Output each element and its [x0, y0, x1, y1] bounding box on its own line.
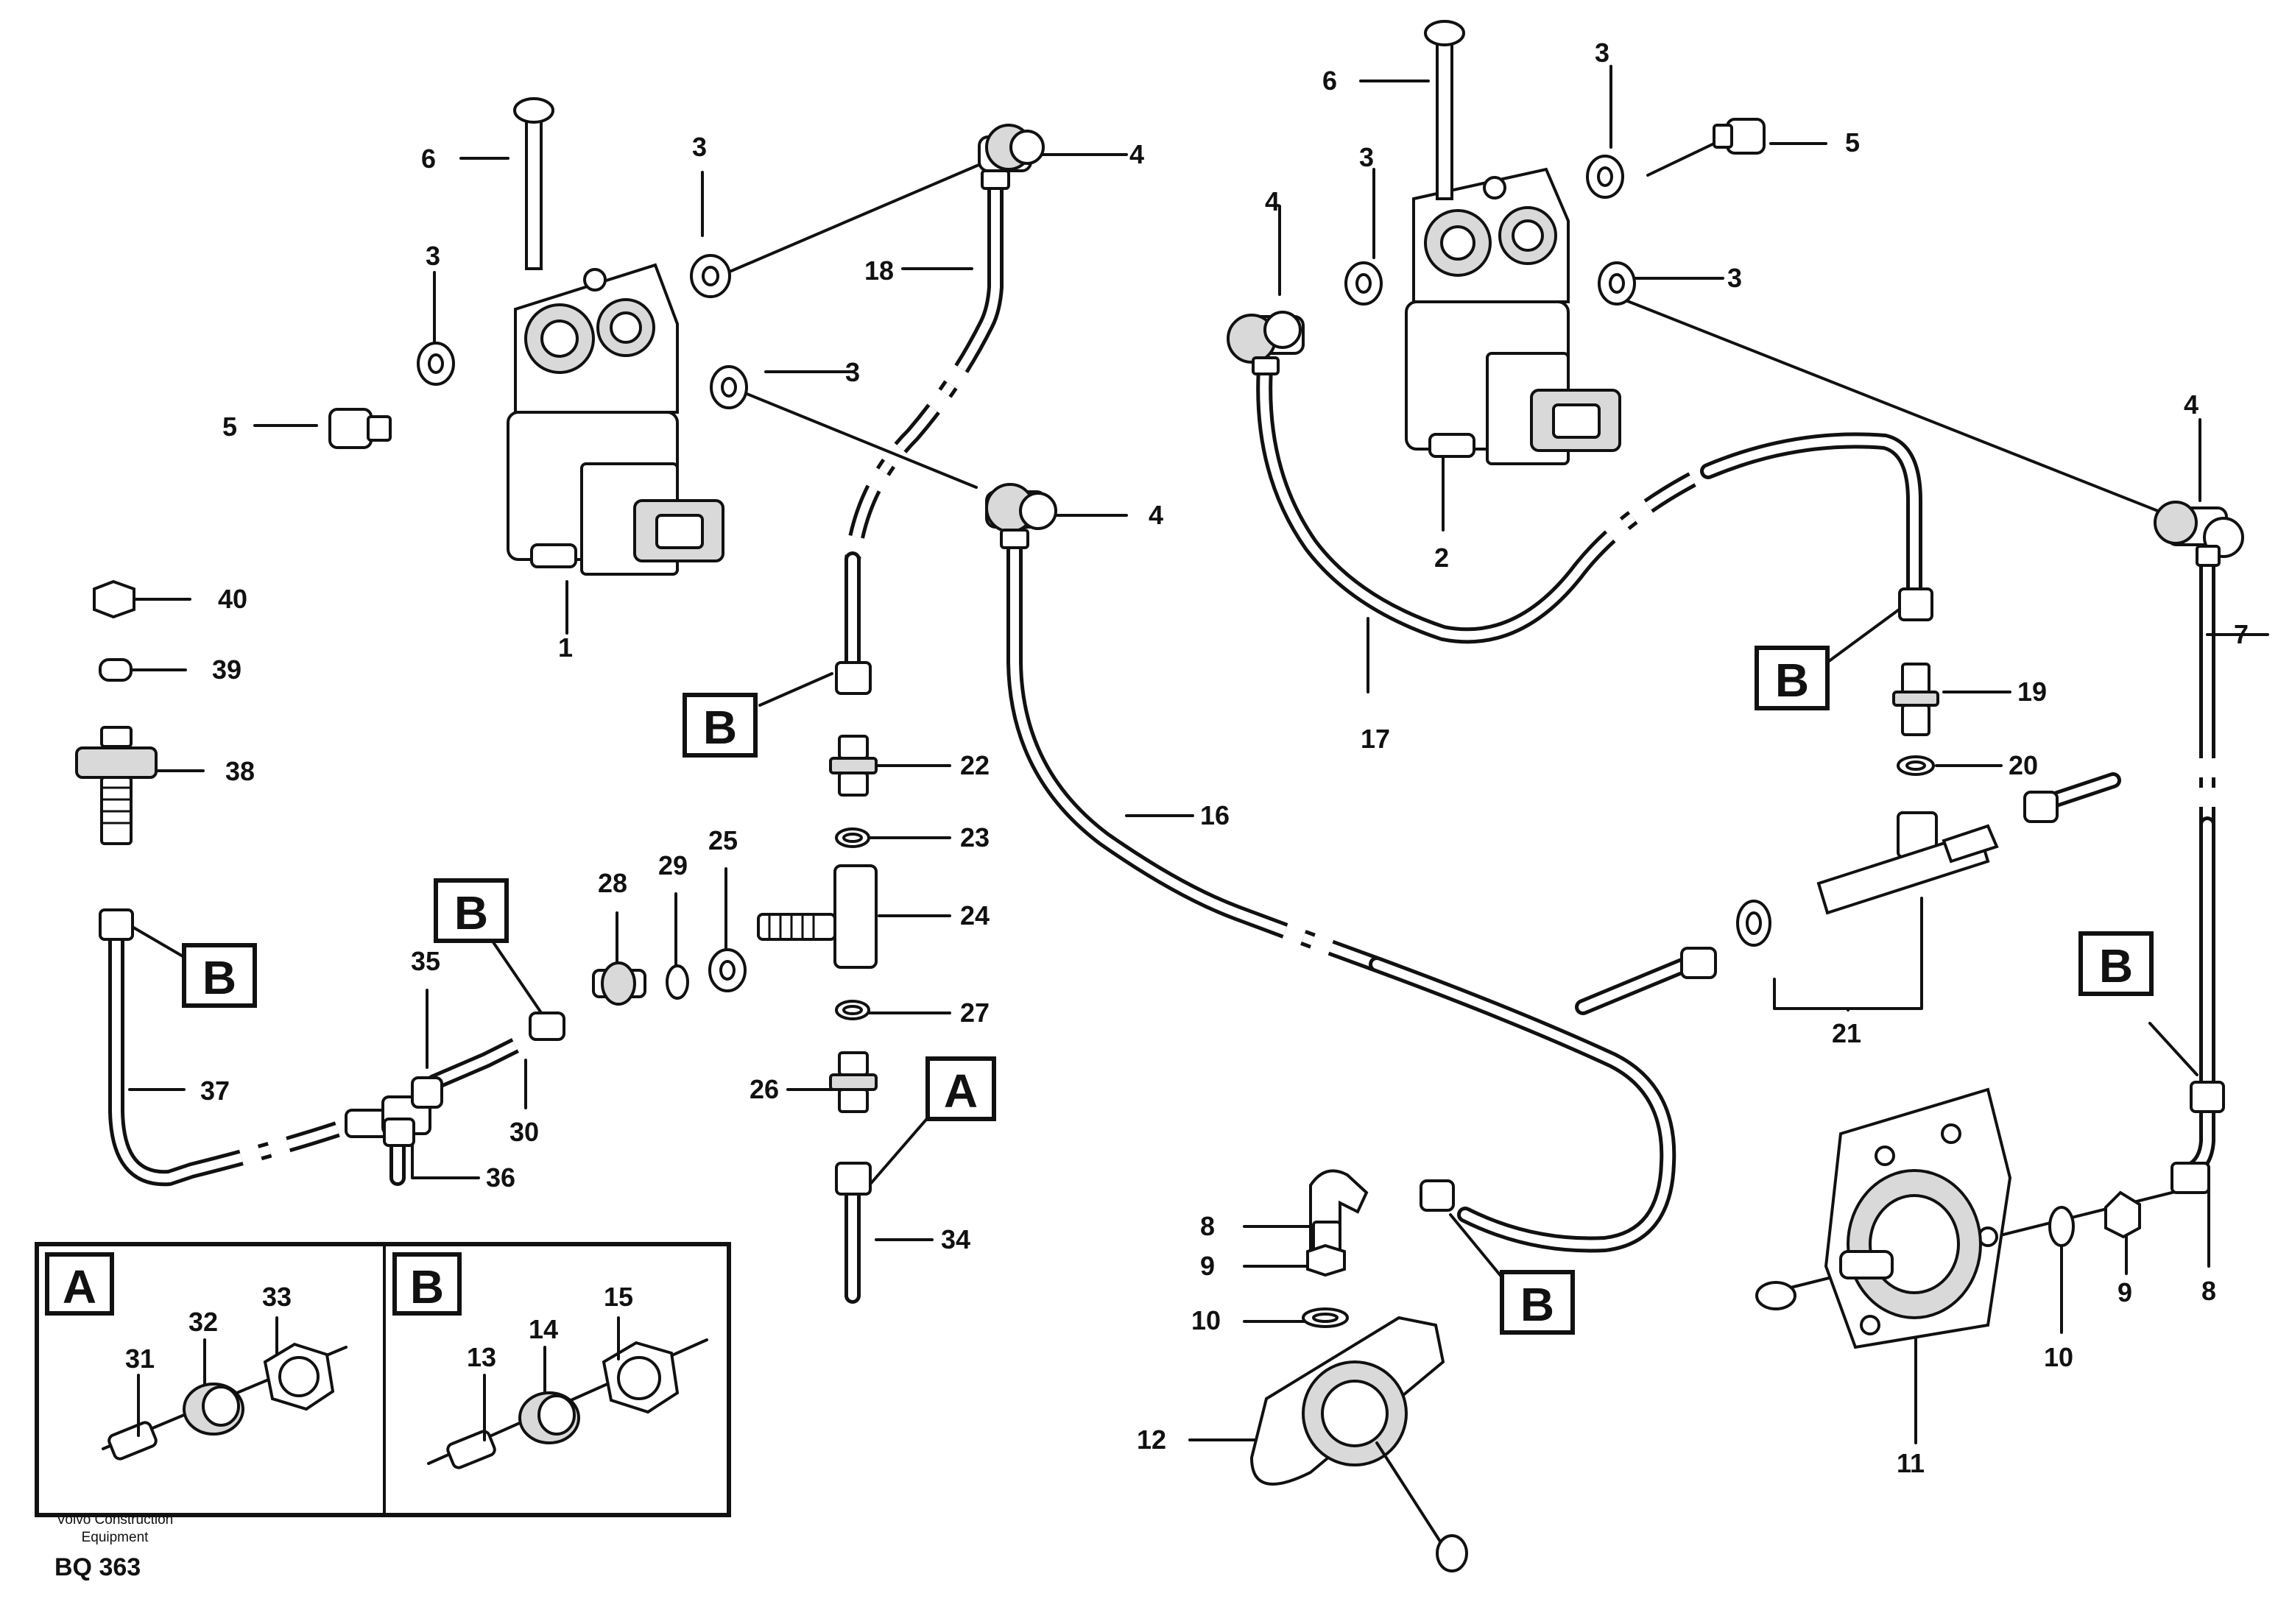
marker-b-3: B — [202, 951, 236, 1004]
inset-boxes: A B — [35, 1242, 731, 1517]
label-4-b: 4 — [1149, 500, 1163, 530]
valve-2 — [1344, 20, 1766, 465]
label-10-right: 10 — [2044, 1342, 2073, 1372]
company-line-1: Volvo Construction — [57, 1512, 173, 1528]
tee-35 — [345, 1076, 443, 1147]
label-9-mid: 9 — [1200, 1251, 1215, 1281]
view-markers: B B B B A B B — [182, 646, 2154, 1335]
label-27: 27 — [960, 998, 990, 1028]
label-39: 39 — [212, 654, 241, 685]
label-11: 11 — [1897, 1448, 1925, 1478]
label-3-b: 3 — [426, 241, 440, 271]
label-10-mid: 10 — [1191, 1305, 1221, 1335]
label-15: 15 — [604, 1282, 633, 1312]
drawing-code: BQ 363 — [54, 1553, 141, 1581]
label-6-right: 6 — [1322, 66, 1337, 96]
label-3-a: 3 — [692, 132, 707, 162]
label-36: 36 — [486, 1162, 515, 1193]
pipe-37 — [108, 921, 200, 1187]
label-19: 19 — [2017, 677, 2047, 707]
fitting-stack — [757, 661, 878, 1196]
label-20: 20 — [2009, 750, 2038, 780]
tee-fittings — [978, 124, 2244, 567]
inset-b-letter: B — [410, 1260, 444, 1313]
marker-b-5: B — [1520, 1278, 1554, 1331]
label-3-d: 3 — [1595, 38, 1609, 68]
label-37: 37 — [200, 1076, 230, 1106]
label-25: 25 — [708, 825, 738, 855]
label-8-right: 8 — [2201, 1276, 2216, 1306]
label-1: 1 — [558, 632, 573, 663]
tee-21 — [1680, 587, 2059, 979]
label-14: 14 — [529, 1314, 558, 1344]
label-38: 38 — [225, 756, 255, 786]
label-40: 40 — [218, 584, 247, 614]
inset-a-letter: A — [63, 1260, 96, 1313]
label-5-left: 5 — [222, 412, 237, 442]
label-31: 31 — [125, 1344, 155, 1374]
part-labels: 6 3 4 3 18 3 5 4 1 6 3 5 3 4 3 4 2 7 17 … — [125, 38, 2249, 1478]
label-30: 30 — [509, 1117, 539, 1147]
label-23: 23 — [960, 822, 990, 852]
label-4-d: 4 — [2184, 389, 2198, 420]
label-6-left: 6 — [421, 144, 436, 174]
footer: Volvo Construction Equipment BQ 363 — [54, 1512, 173, 1581]
label-21: 21 — [1832, 1018, 1861, 1048]
label-35: 35 — [411, 946, 440, 976]
pipes — [108, 174, 2215, 1304]
marker-a-1: A — [944, 1065, 978, 1118]
label-4-a: 4 — [1129, 139, 1144, 169]
label-29: 29 — [658, 850, 688, 880]
fittings-38-40 — [75, 579, 158, 941]
left-fitting-row — [529, 948, 747, 1041]
valve-1 — [328, 97, 748, 576]
label-17: 17 — [1361, 724, 1390, 754]
label-12: 12 — [1137, 1424, 1166, 1455]
label-5-right: 5 — [1845, 127, 1860, 158]
label-16: 16 — [1200, 800, 1230, 830]
cable-assembly-11 — [1755, 1081, 2225, 1349]
marker-b-2: B — [1775, 654, 1809, 707]
label-8-mid: 8 — [1200, 1211, 1215, 1241]
label-34: 34 — [941, 1224, 970, 1254]
label-9-right: 9 — [2117, 1277, 2132, 1307]
label-3-f: 3 — [1727, 263, 1742, 293]
label-28: 28 — [598, 868, 627, 898]
label-18: 18 — [864, 255, 894, 286]
company-line-2: Equipment — [82, 1530, 149, 1545]
label-3-c: 3 — [845, 357, 860, 387]
marker-b-4: B — [454, 886, 488, 939]
marker-b-6: B — [2099, 939, 2133, 992]
label-4-c: 4 — [1265, 186, 1280, 216]
marker-b-1: B — [703, 701, 737, 754]
label-24: 24 — [960, 900, 990, 931]
label-7: 7 — [2234, 619, 2249, 649]
cable-assembly-12 — [1249, 1169, 1468, 1572]
label-22: 22 — [960, 750, 990, 780]
label-2: 2 — [1434, 543, 1449, 573]
label-3-e: 3 — [1359, 142, 1374, 172]
label-32: 32 — [188, 1307, 218, 1337]
label-26: 26 — [750, 1074, 779, 1104]
label-13: 13 — [467, 1342, 496, 1372]
label-33: 33 — [262, 1282, 292, 1312]
